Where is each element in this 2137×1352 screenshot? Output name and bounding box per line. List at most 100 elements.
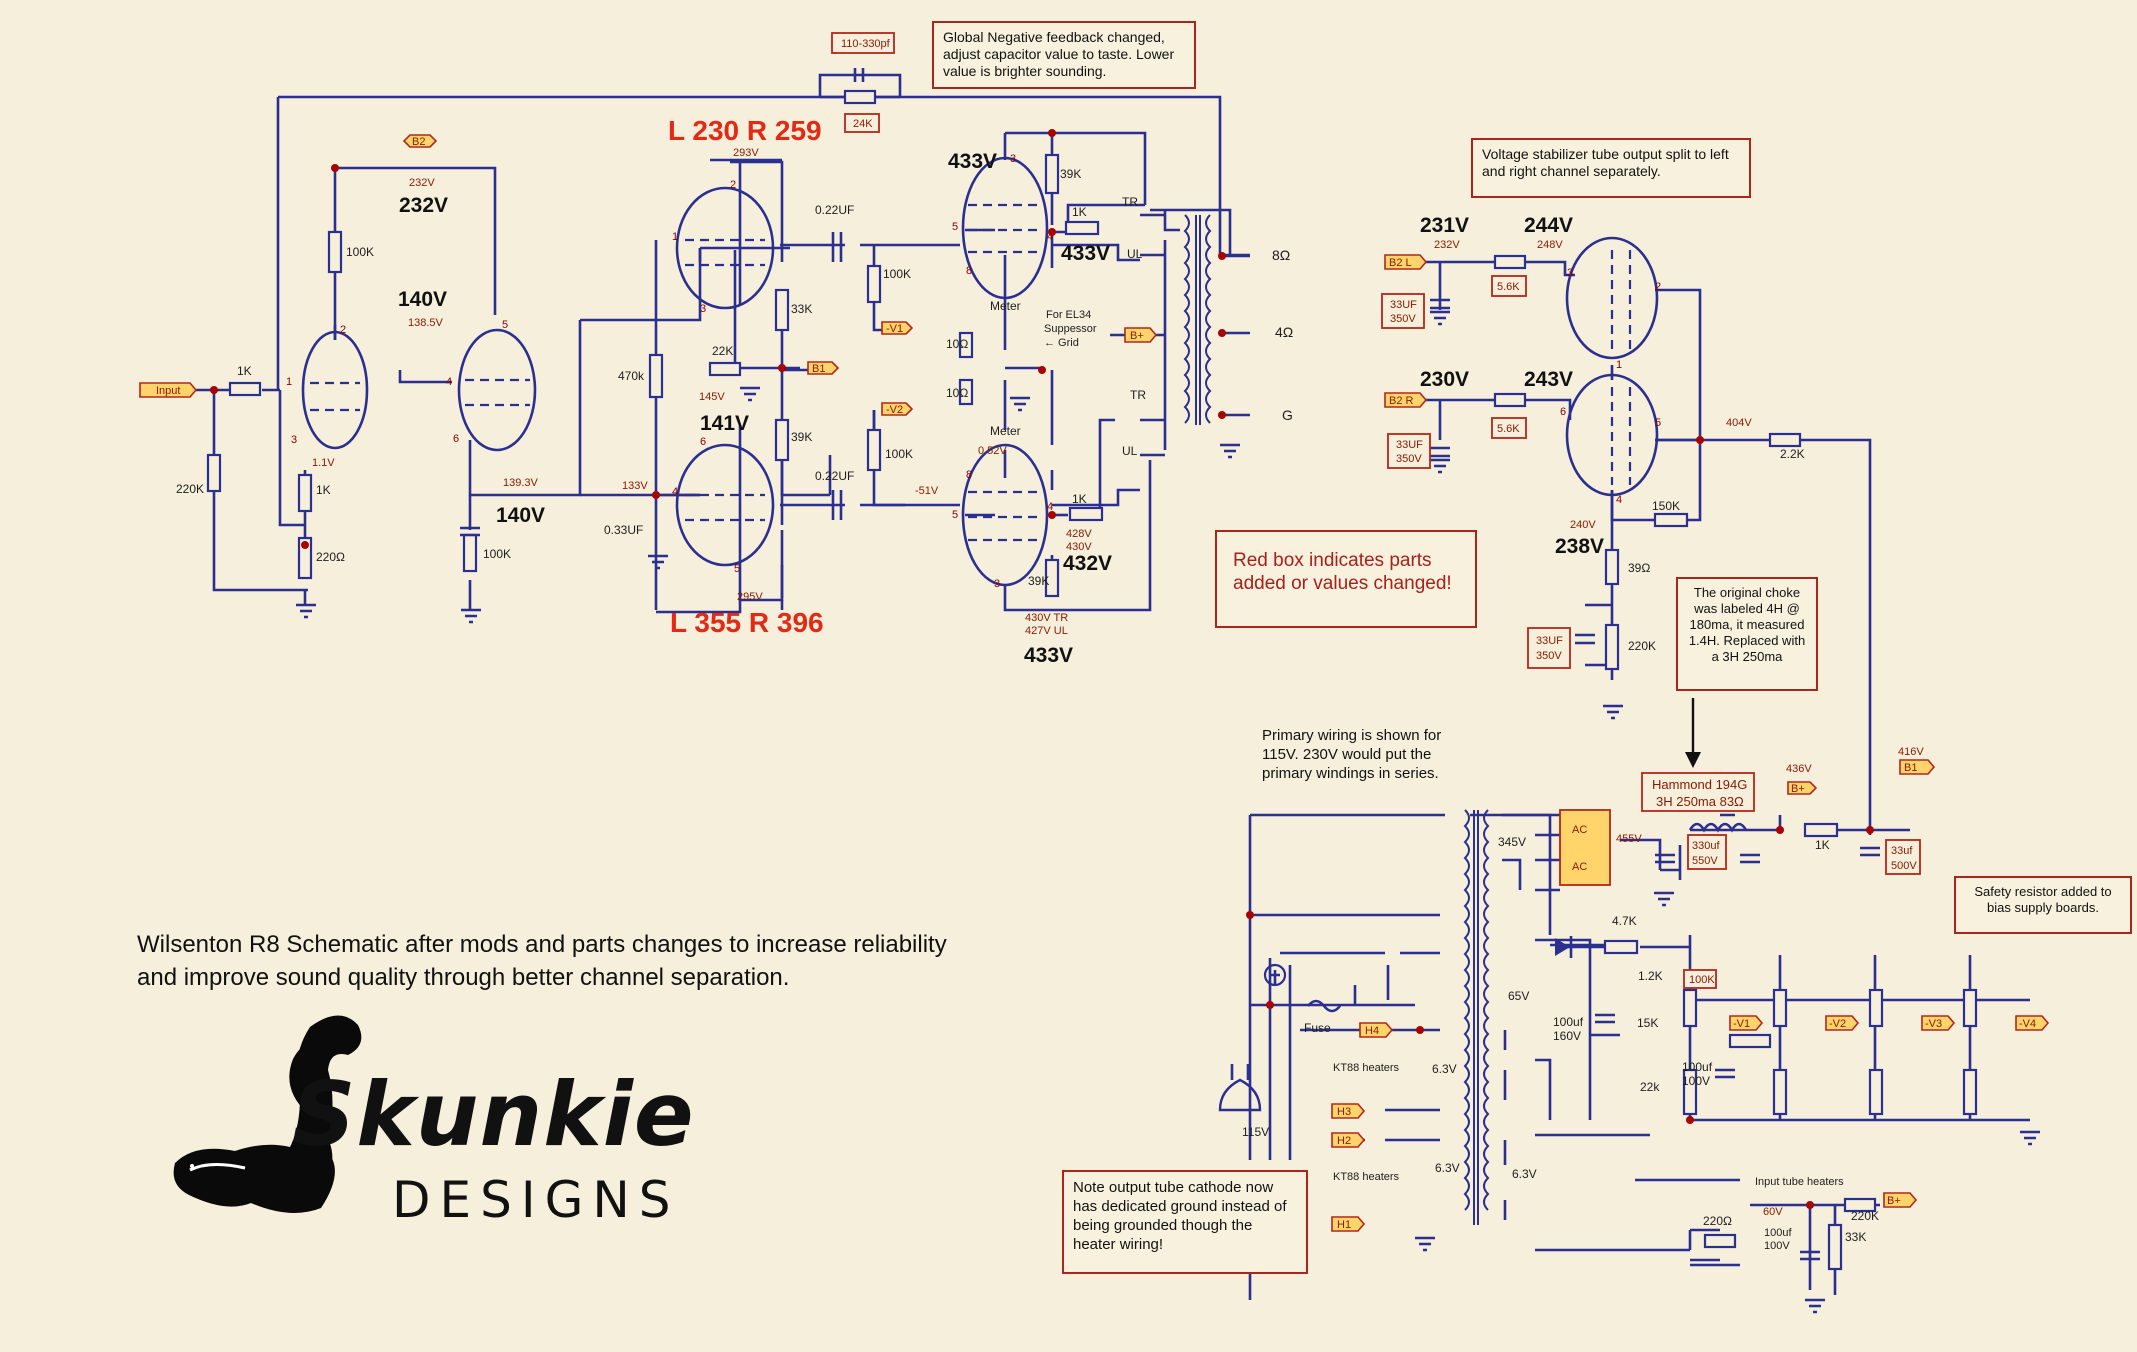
resistor-24k-fb [843, 89, 877, 105]
svg-text:3: 3 [291, 434, 297, 446]
svg-text:4: 4 [1047, 501, 1053, 513]
tubes [301, 156, 1659, 587]
svg-text:231V: 231V [1420, 214, 1469, 237]
tube-input-a [301, 330, 369, 450]
feedback-res-value: 24K [853, 118, 873, 130]
choke-model: Hammond 194G [1652, 777, 1747, 792]
note-redbox: Red box indicates parts added or values … [1215, 530, 1477, 628]
resistor-470k [648, 353, 664, 399]
resistor-1k-psu [1803, 822, 1839, 838]
skunk-logo [173, 1015, 362, 1213]
svg-text:Suppessor: Suppessor [1044, 323, 1097, 335]
resistor-15k [1728, 1033, 1772, 1049]
svg-text:232V: 232V [399, 194, 448, 217]
svg-text:1: 1 [672, 231, 678, 243]
svg-text:100K: 100K [883, 267, 911, 281]
resistor-22k [708, 361, 742, 377]
bias-diode [1555, 936, 1573, 958]
svg-text:4.7K: 4.7K [1612, 914, 1637, 928]
svg-text:430V TR: 430V TR [1025, 612, 1068, 624]
choke-spec: 3H 250ma 83Ω [1656, 794, 1744, 809]
rail-tags: Input B2 B1 B+ -V1 -V2 B2 L B2 R B1 B+ -… [139, 134, 2050, 1232]
svg-text:133V: 133V [622, 480, 648, 492]
resistor-2-2k [1768, 432, 1802, 448]
svg-text:65V: 65V [1508, 989, 1529, 1003]
feedback-network: 110-330pf 24K [818, 32, 902, 133]
resistor-10-b [958, 378, 974, 406]
stab-c1-a: 33UF [1390, 299, 1417, 311]
svg-text:6: 6 [453, 433, 459, 445]
out-cap-a: 33uf [1891, 845, 1913, 857]
stab-c2-b: 350V [1396, 453, 1422, 465]
svg-text:1.1V: 1.1V [312, 457, 335, 469]
title-line-2: and improve sound quality through better… [137, 964, 790, 991]
fuse-symbol [1306, 999, 1342, 1013]
svg-text:UL: UL [1127, 247, 1143, 261]
brand-subtitle: DESIGNS [392, 1171, 680, 1229]
svg-text:345V: 345V [1498, 835, 1526, 849]
svg-text:100uf: 100uf [1682, 1060, 1713, 1074]
svg-text:140V: 140V [496, 504, 545, 527]
svg-text:3: 3 [994, 578, 1000, 590]
svg-text:436V: 436V [1786, 763, 1812, 775]
note-feedback: Global Negative feedback changed, adjust… [932, 21, 1196, 89]
channel-labels: L 230 R 259 L 355 R 396 [668, 115, 824, 638]
svg-text:L 230 R 259: L 230 R 259 [668, 115, 822, 146]
tag-b2r: B2 R [1389, 395, 1414, 407]
resistor-220ohm-h [1703, 1233, 1737, 1249]
svg-text:427V UL: 427V UL [1025, 625, 1068, 637]
svg-text:1K: 1K [237, 364, 252, 378]
svg-text:10Ω: 10Ω [946, 337, 968, 351]
voltage-labels-small: 232V 138.5V 1.1V 139.3V 293V 145V 133V 2… [312, 147, 1924, 1218]
svg-text:0.22UF: 0.22UF [815, 469, 854, 483]
resistor-22k-b [1682, 1068, 1698, 1116]
resistor-220k [206, 453, 222, 493]
pin-numbers: 2 1 3 5 4 6 2 1 3 6 4 5 3 5 4 8 8 5 4 3 … [286, 153, 1661, 590]
svg-text:4: 4 [446, 376, 452, 388]
svg-text:L 355 R 396: L 355 R 396 [670, 607, 824, 638]
resistor-10-a [958, 331, 974, 359]
svg-text:10Ω: 10Ω [946, 386, 968, 400]
svg-text:4: 4 [1047, 231, 1053, 243]
choke-callout-arrow [1685, 698, 1701, 768]
svg-text:115V: 115V [1242, 1125, 1269, 1139]
stab-r1: 5.6K [1497, 281, 1520, 293]
svg-text:39K: 39K [1028, 574, 1049, 588]
stab-c3-a: 33UF [1536, 635, 1563, 647]
svg-text:Meter: Meter [990, 299, 1021, 313]
ground-symbols [296, 310, 2040, 1314]
resistor-1k-input [228, 381, 262, 397]
tag-bias-v4: -V4 [2019, 1018, 2036, 1030]
svg-text:433V: 433V [1024, 644, 1073, 667]
tube-driver-a [675, 186, 775, 310]
svg-text:TR: TR [1122, 195, 1138, 209]
svg-text:8: 8 [966, 265, 972, 277]
svg-text:6.3V: 6.3V [1512, 1167, 1537, 1181]
stab-c1-b: 350V [1390, 313, 1416, 325]
note-safety: Safety resistor added to bias supply boa… [1954, 876, 2132, 934]
resistor-39k-c [1044, 558, 1060, 598]
resistor-bias-4a [1962, 988, 1978, 1028]
svg-text:Meter: Meter [990, 424, 1021, 438]
resistor-4-7k [1603, 939, 1639, 955]
out-cap-b: 500V [1891, 860, 1917, 872]
bias-res-value: 100K [1689, 974, 1715, 986]
tube-driver-b [675, 443, 775, 567]
svg-text:432V: 432V [1063, 552, 1112, 575]
tag-bplus-heater: B+ [1887, 1195, 1901, 1207]
rectifier-bridge: AC AC [1559, 809, 1611, 886]
svg-text:232V: 232V [409, 177, 435, 189]
stab-c3-b: 350V [1536, 650, 1562, 662]
svg-text:5: 5 [502, 319, 508, 331]
svg-text:243V: 243V [1524, 368, 1573, 391]
resistor-1k-g2a [1064, 220, 1100, 236]
resistor-150k [1653, 512, 1689, 528]
tag-bias-v1: -V1 [1733, 1018, 1750, 1030]
feedback-cap-value: 110-330pf [841, 38, 891, 50]
stab-r2: 5.6K [1497, 423, 1520, 435]
svg-text:295V: 295V [737, 591, 763, 603]
svg-text:145V: 145V [699, 391, 725, 403]
svg-text:220K: 220K [176, 482, 204, 496]
resistor-bias-4b [1962, 1068, 1978, 1116]
